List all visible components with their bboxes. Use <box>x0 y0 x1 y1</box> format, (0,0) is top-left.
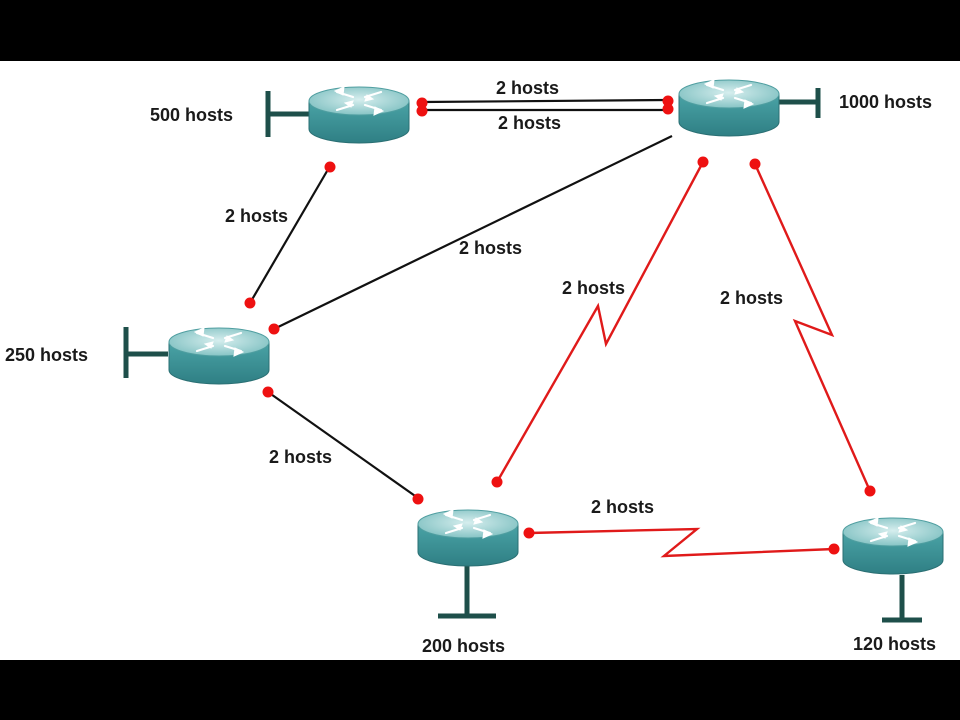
port-dot <box>491 476 503 488</box>
link-top-double-upper <box>421 98 669 104</box>
port-dot <box>828 543 840 555</box>
hosts-label-250: 250 hosts <box>5 345 88 365</box>
link-label: 2 hosts <box>498 113 561 133</box>
port-dot <box>864 485 876 497</box>
link-label: 2 hosts <box>591 497 654 517</box>
router-icon[interactable] <box>416 508 520 568</box>
router-icon[interactable] <box>167 326 271 386</box>
link-label: 2 hosts <box>720 288 783 308</box>
link-middleleft-bottommiddle <box>267 391 419 499</box>
link-label: 2 hosts <box>562 278 625 298</box>
port-dot <box>268 323 280 335</box>
port-dot <box>244 297 256 309</box>
host-segment-500 <box>265 91 310 137</box>
port-dot <box>262 386 274 398</box>
link-label: 2 hosts <box>496 78 559 98</box>
port-dot <box>324 161 336 173</box>
hosts-label-500: 500 hosts <box>150 105 233 125</box>
link-label: 2 hosts <box>225 206 288 226</box>
link-topleft-middleleft <box>249 165 331 304</box>
host-segment-120 <box>882 575 922 623</box>
host-segment-1000 <box>778 88 821 118</box>
port-dot <box>416 105 428 117</box>
host-segment-200 <box>438 565 496 619</box>
link-label: 2 hosts <box>459 238 522 258</box>
hosts-label-1000: 1000 hosts <box>839 92 932 112</box>
port-dot <box>749 158 761 170</box>
link-topright-bottomright <box>753 163 872 492</box>
port-dot <box>416 97 428 109</box>
router-icon[interactable] <box>307 85 411 145</box>
hosts-label-200: 200 hosts <box>422 636 505 656</box>
network-diagram: 2 hosts 2 hosts 2 hosts 2 hosts 2 hosts … <box>5 78 945 656</box>
link-label: 2 hosts <box>269 447 332 467</box>
router-icon[interactable] <box>841 516 945 576</box>
router-icon[interactable] <box>677 78 781 138</box>
port-dot <box>697 156 709 168</box>
link-middleleft-topright <box>273 135 673 330</box>
port-dot <box>662 103 674 115</box>
port-dot <box>412 493 424 505</box>
port-dot <box>523 527 535 539</box>
link-bottommiddle-bottomright <box>528 527 835 558</box>
host-segment-250 <box>123 327 168 378</box>
hosts-label-120: 120 hosts <box>853 634 936 654</box>
port-dot <box>662 95 674 107</box>
link-topright-bottommiddle <box>495 161 705 483</box>
network-topology-canvas: 2 hosts 2 hosts 2 hosts 2 hosts 2 hosts … <box>0 61 960 660</box>
